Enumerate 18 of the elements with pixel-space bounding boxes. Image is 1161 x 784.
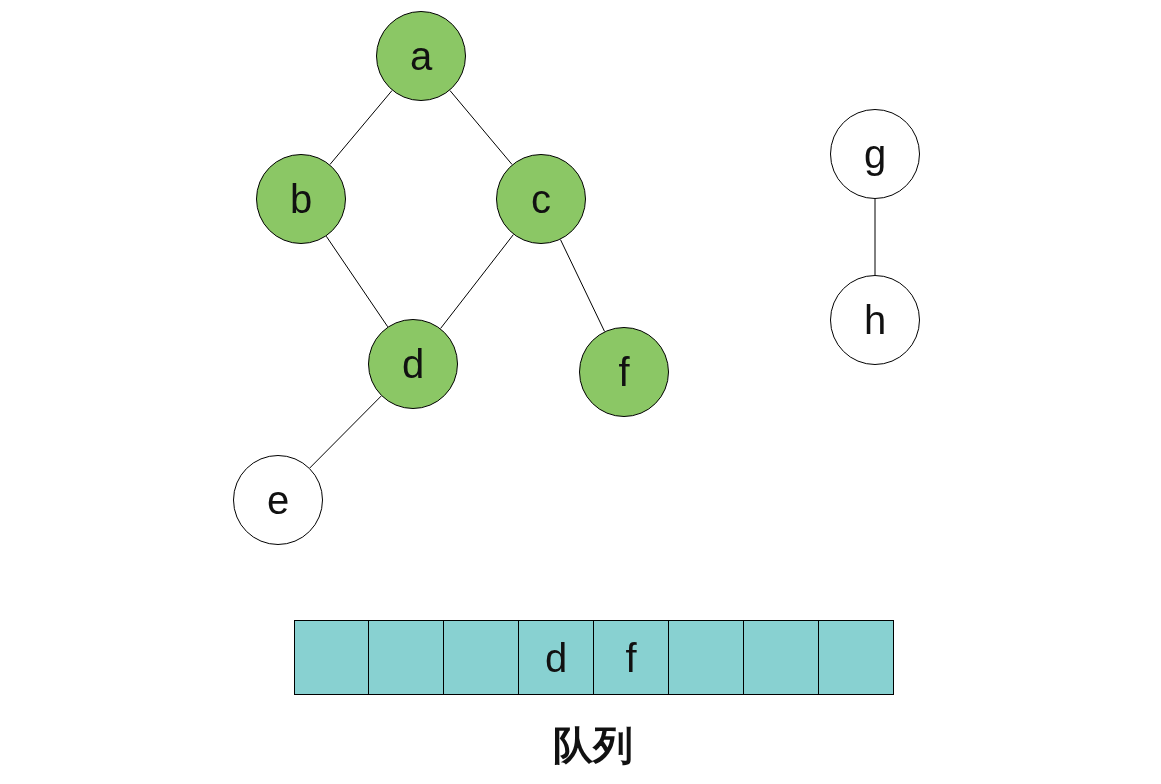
connector-line [309, 395, 382, 469]
graph-node: e [233, 455, 323, 545]
queue-cell: d [518, 620, 594, 695]
graph-node: c [496, 154, 586, 244]
queue-cell: f [593, 620, 669, 695]
connector-line [325, 235, 389, 328]
connector-line [329, 89, 393, 166]
graph-node: d [368, 319, 458, 409]
connector-line [874, 198, 876, 276]
graph-node: h [830, 275, 920, 365]
graph-node: a [376, 11, 466, 101]
connector-line [449, 89, 513, 166]
queue-caption: 队列 [552, 721, 634, 770]
connector-line [559, 239, 606, 332]
graph-node: f [579, 327, 669, 417]
connector-line [440, 234, 514, 329]
graph-node: b [256, 154, 346, 244]
graph-node: g [830, 109, 920, 199]
